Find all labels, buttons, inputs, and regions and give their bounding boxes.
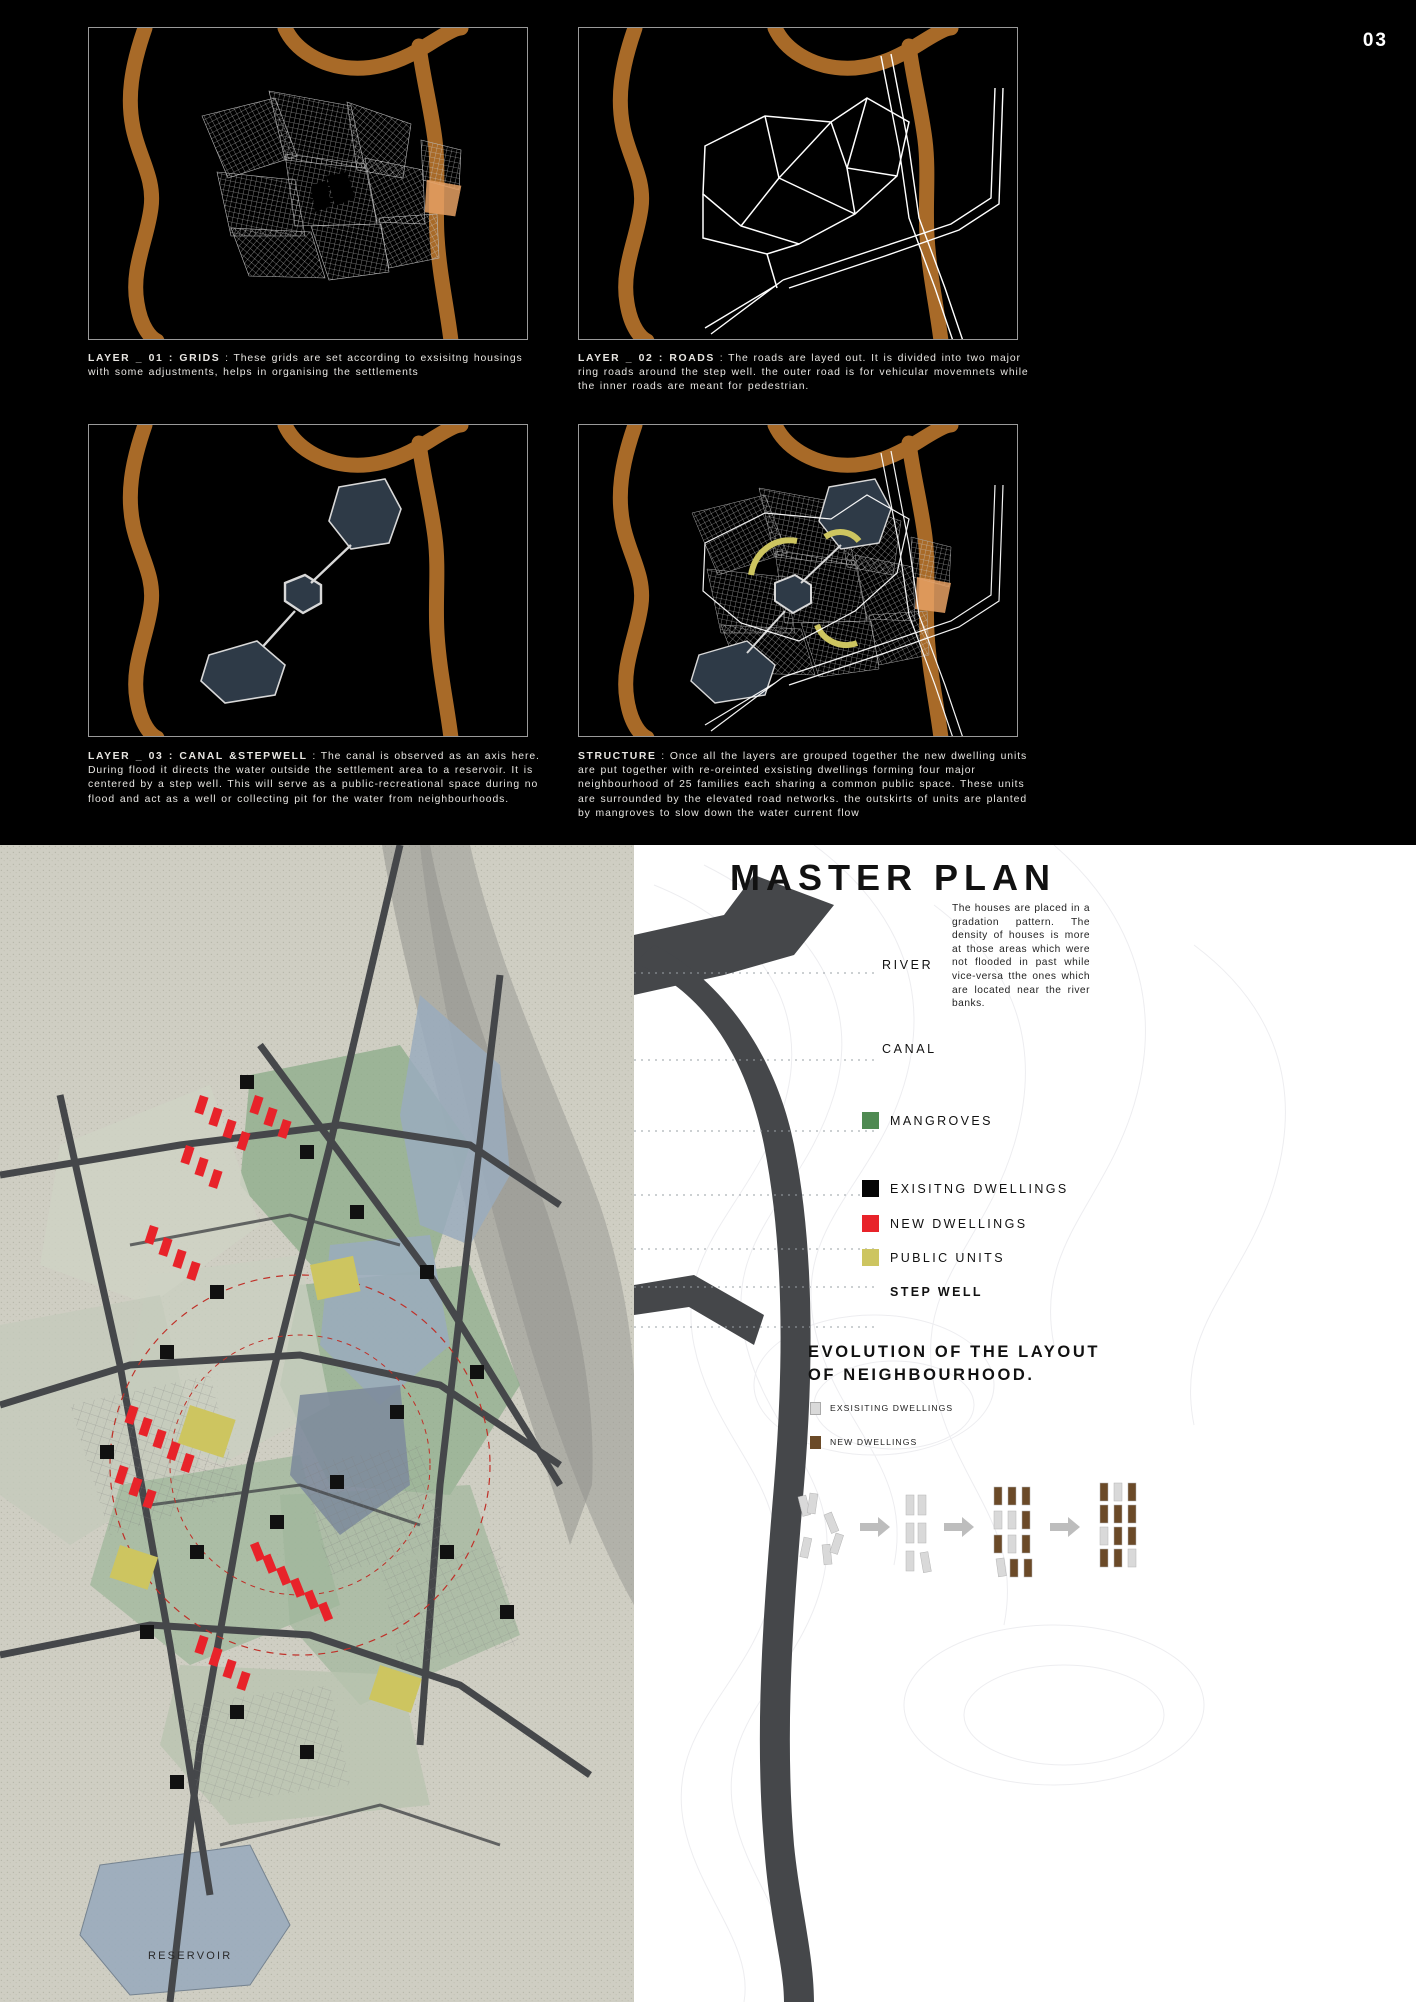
legend-label-river: RIVER [882,958,934,972]
evolution-key-label-existing: EXSISITING DWELLINGS [830,1403,954,1413]
caption-structure: STRUCTURE : Once all the layers are grou… [578,750,1030,821]
evolution-key-swatch-new [810,1436,821,1449]
caption-title-structure: STRUCTURE [578,751,657,762]
diagram-section: 03 [0,0,1416,845]
master-plan-map: RESERVOIR [0,845,634,2002]
evolution-title-line1: EVOLUTION OF THE LAYOUT [808,1343,1101,1361]
caption-layer-01: LAYER _ 01 : GRIDS : These grids are set… [88,352,540,380]
master-plan-section: RESERVOIR [0,845,1416,2002]
caption-body-layer-03: : The canal is observed as an axis here.… [88,751,540,805]
caption-title-layer-02: LAYER _ 02 : ROADS [578,353,715,364]
evolution-title-line2: OF NEIGHBOURHOOD. [808,1366,1035,1384]
caption-layer-03: LAYER _ 03 : CANAL &STEPWELL : The canal… [88,750,540,807]
legend-label-existing-dwellings: EXISITNG DWELLINGS [890,1182,1069,1196]
caption-body-layer-02: : The roads are layed out. It is divided… [578,353,1029,393]
caption-body-layer-01: : These grids are set according to exsis… [88,353,523,379]
map-label-reservoir: RESERVOIR [148,1950,232,1962]
legend-swatch-new-dwellings [862,1215,879,1232]
evolution-key-swatch-existing [810,1402,821,1415]
master-plan-title: MASTER PLAN [730,857,1056,898]
legend-label-mangroves: MANGROVES [890,1114,993,1128]
caption-body-structure: : Once all the layers are grouped togeth… [578,751,1028,819]
panel-layer-02-roads [578,27,1018,340]
panel-structure [578,424,1018,737]
master-plan-description: The houses are placed in a gradation pat… [952,903,1090,1010]
panel-layer-03-canal-stepwell [88,424,528,737]
legend-label-public-units: PUBLIC UNITS [890,1251,1005,1265]
legend-label-new-dwellings: NEW DWELLINGS [890,1217,1028,1231]
evolution-key-label-new: NEW DWELLINGS [830,1437,918,1447]
legend-swatch-mangroves [862,1112,879,1129]
legend-label-canal: CANAL [882,1042,937,1056]
legend-swatch-public-units [862,1249,879,1266]
caption-title-layer-03: LAYER _ 03 : CANAL &STEPWELL [88,751,308,762]
legend-swatch-existing-dwellings [862,1180,879,1197]
evolution-title: EVOLUTION OF THE LAYOUT OF NEIGHBOURHOOD… [808,1341,1100,1387]
caption-title-layer-01: LAYER _ 01 : GRIDS [88,353,221,364]
legend-label-step-well: STEP WELL [890,1285,983,1299]
evolution-steps-diagram [797,1482,1137,1578]
page-number: 03 [1362,30,1388,51]
caption-layer-02: LAYER _ 02 : ROADS : The roads are layed… [578,352,1030,395]
master-plan-info: MASTER PLAN The houses are placed in a g… [634,845,1416,2002]
panel-layer-01-grids [88,27,528,340]
